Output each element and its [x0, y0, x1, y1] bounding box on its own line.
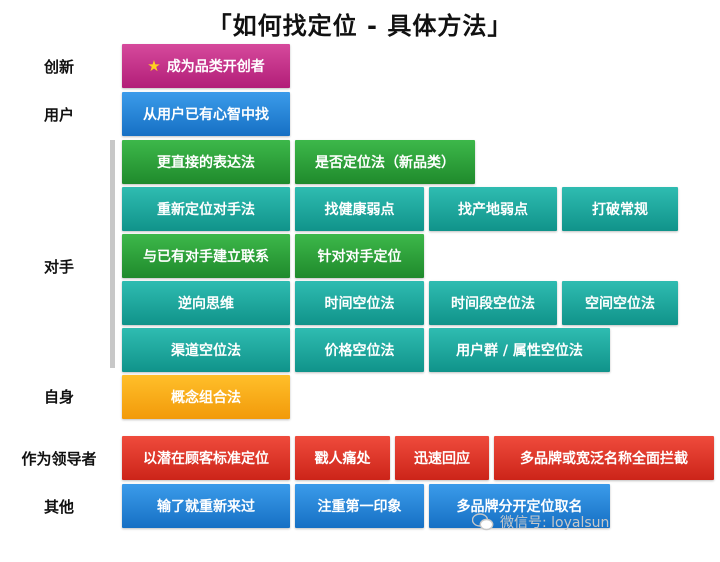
box-origin-weakness: 找产地弱点 [429, 187, 557, 231]
row-label-leader: 作为领导者 [21, 450, 97, 468]
box-health-weakness: 找健康弱点 [295, 187, 424, 231]
box-user-group-attribute-gap: 用户群 / 属性空位法 [429, 328, 610, 372]
box-reverse-thinking: 逆向思维 [122, 281, 290, 325]
star-icon: ★ [147, 57, 161, 75]
box-first-impression: 注重第一印象 [295, 484, 424, 528]
row-label-other: 其他 [43, 498, 74, 516]
box-space-gap: 空间空位法 [562, 281, 678, 325]
box-channel-gap: 渠道空位法 [122, 328, 290, 372]
wechat-icon [472, 513, 494, 531]
box-target-competitor: 针对对手定位 [295, 234, 424, 278]
box-time-period-gap: 时间段空位法 [429, 281, 557, 325]
row-label-self: 自身 [43, 388, 74, 406]
box-become-category-creator: ★ 成为品类开创者 [122, 44, 290, 88]
row-label-opponent: 对手 [43, 258, 74, 276]
box-restart-after-loss: 输了就重新来过 [122, 484, 290, 528]
box-price-gap: 价格空位法 [295, 328, 424, 372]
box-find-in-user-mind: 从用户已有心智中找 [122, 92, 290, 136]
box-reposition-competitor: 重新定位对手法 [122, 187, 290, 231]
box-link-with-competitor: 与已有对手建立联系 [122, 234, 290, 278]
box-quick-response: 迅速回应 [395, 436, 489, 480]
opponent-bracket [110, 140, 115, 368]
box-customer-standard-positioning: 以潜在顾客标准定位 [122, 436, 290, 480]
box-more-direct-expression: 更直接的表达法 [122, 140, 290, 184]
box-multi-brand-block: 多品牌或宽泛名称全面拦截 [494, 436, 714, 480]
box-negation-positioning: 是否定位法（新品类） [295, 140, 475, 184]
box-multi-brand-naming: 多品牌分开定位取名 [429, 484, 610, 528]
watermark-text: 微信号: loyalsun [500, 515, 610, 531]
row-label-innovation: 创新 [43, 58, 74, 76]
page-title: 「如何找定位 - 具体方法」 [207, 12, 513, 40]
row-label-user: 用户 [43, 106, 74, 124]
box-time-gap: 时间空位法 [295, 281, 424, 325]
watermark: 微信号: loyalsun [472, 512, 609, 532]
box-break-convention: 打破常规 [562, 187, 678, 231]
box-concept-combination: 概念组合法 [122, 375, 290, 419]
box-hit-pain-point: 戳人痛处 [295, 436, 390, 480]
box-label: 成为品类开创者 [166, 59, 265, 75]
